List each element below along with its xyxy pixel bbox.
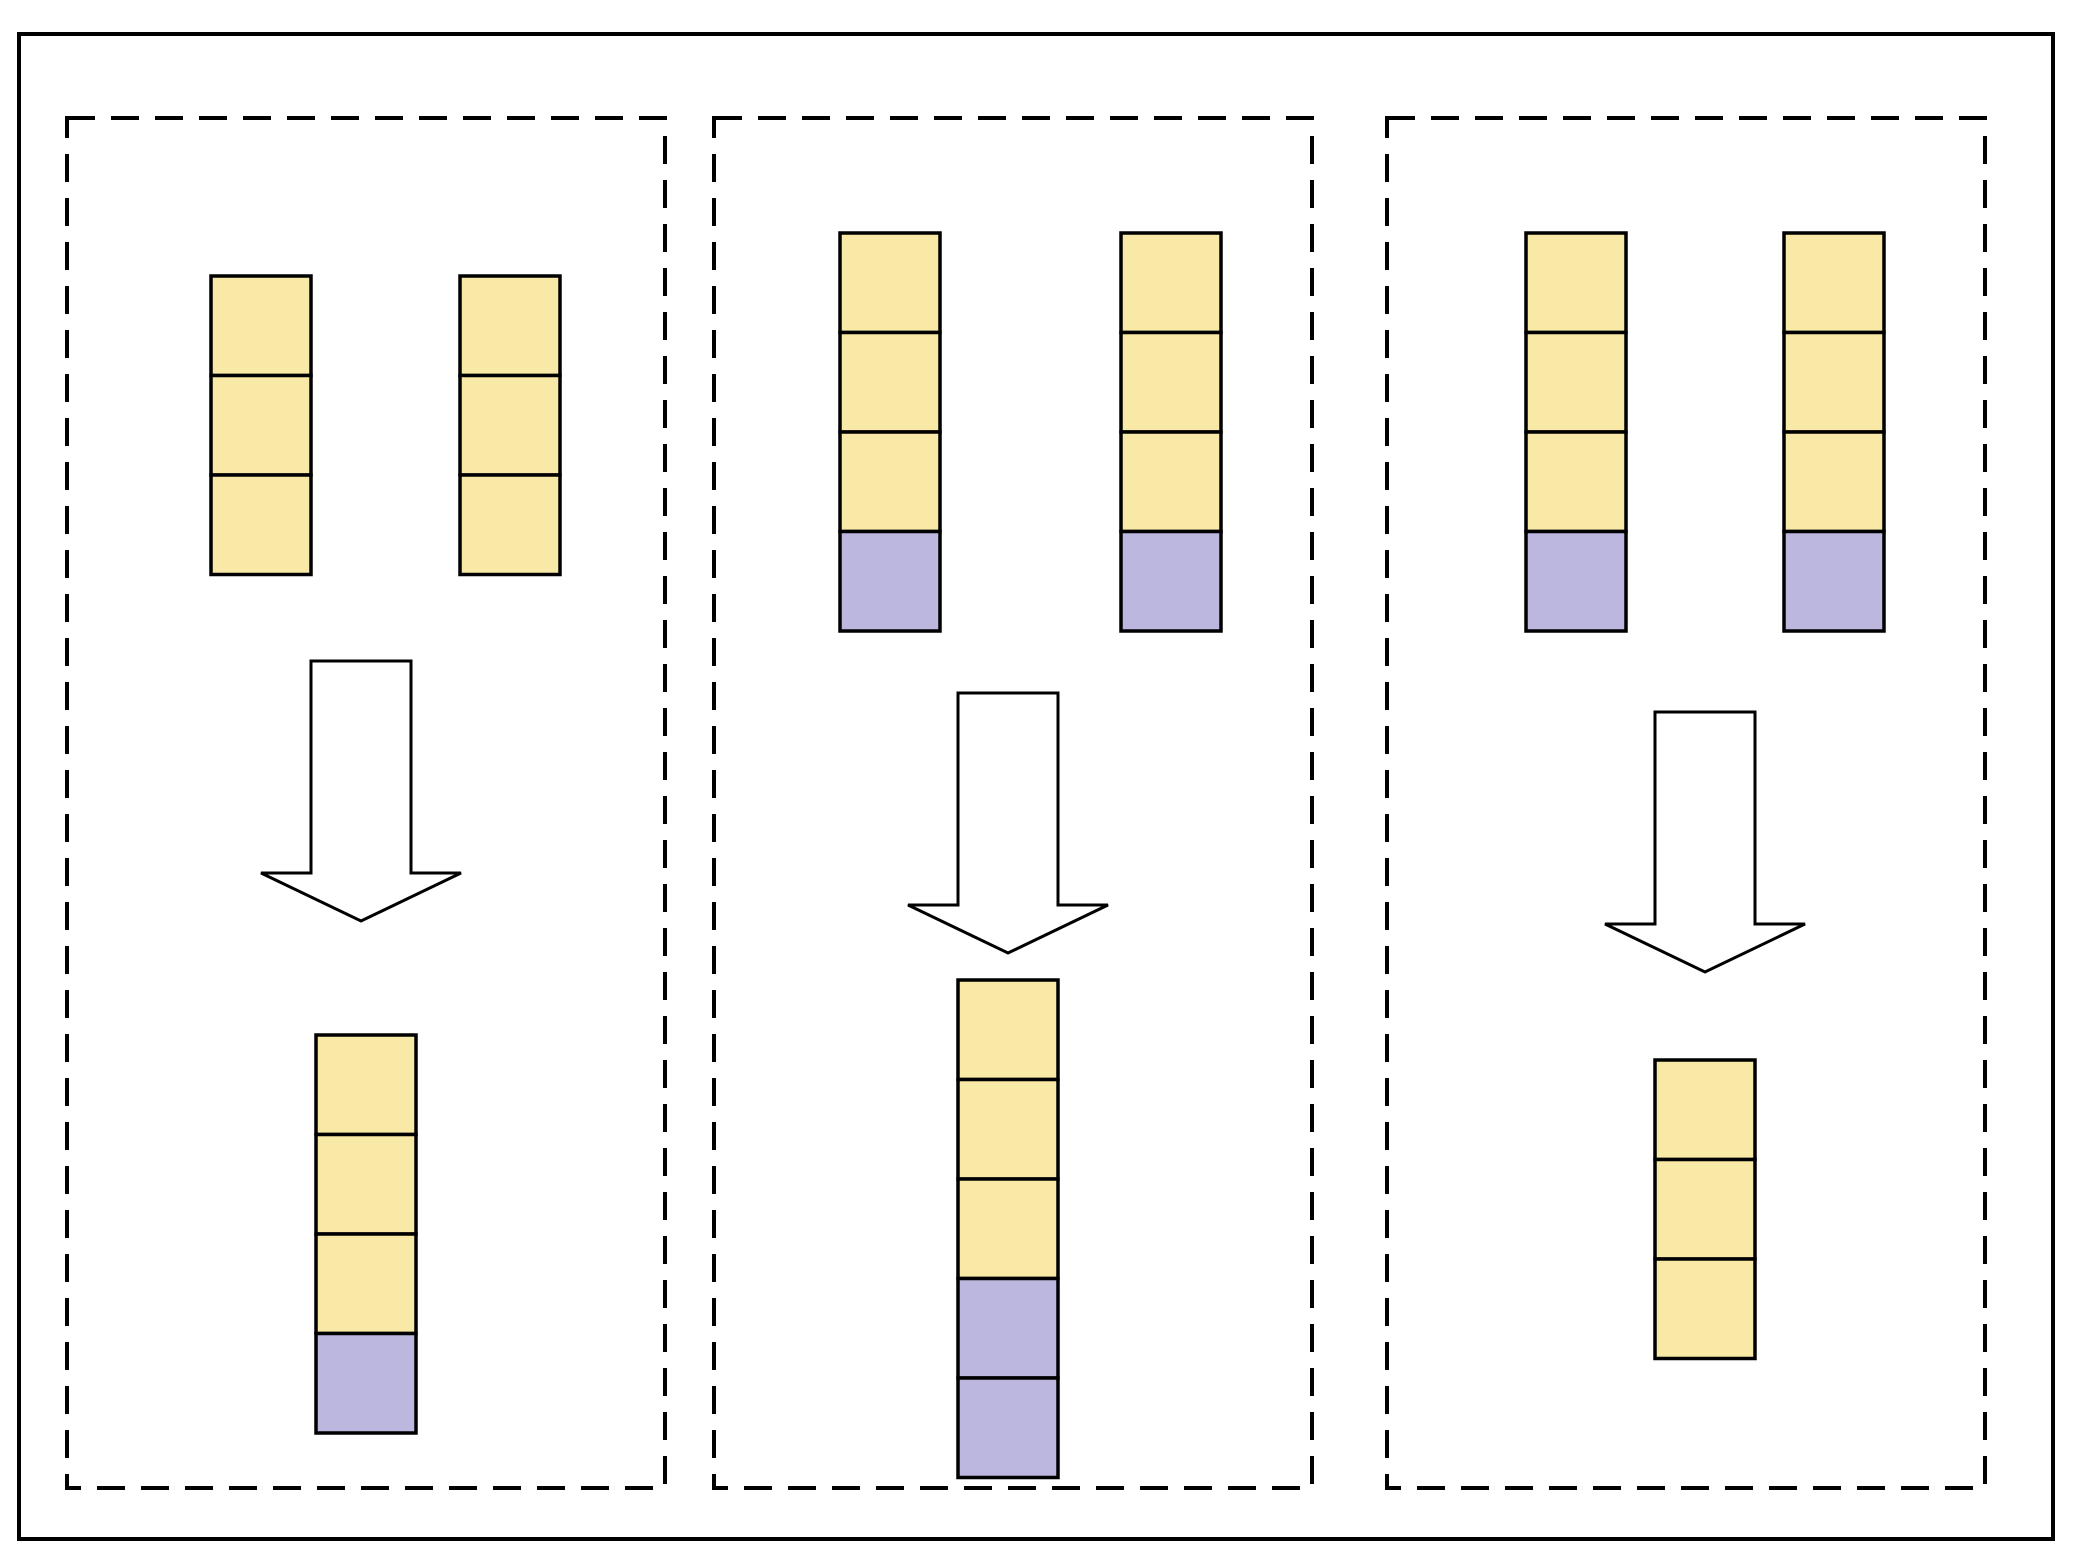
- cell-yellow: [838, 430, 942, 534]
- cell-yellow: [838, 330, 942, 434]
- down-arrow-icon: [907, 691, 1109, 955]
- cell-yellow: [1782, 430, 1886, 534]
- cell-yellow: [838, 231, 942, 335]
- down-arrow-icon: [1604, 710, 1806, 974]
- cell-yellow: [956, 1077, 1060, 1181]
- input-stack-2: [1119, 231, 1223, 633]
- cell-yellow: [1524, 330, 1628, 434]
- cell-purple: [1119, 529, 1223, 633]
- cell-yellow: [209, 473, 313, 577]
- cell-yellow: [314, 1132, 418, 1236]
- panel-3: [1385, 116, 1987, 1490]
- cell-yellow: [1653, 1157, 1757, 1261]
- input-stack-2: [458, 274, 562, 577]
- panel-border: [712, 116, 1314, 1490]
- panel-2: [712, 116, 1314, 1490]
- panel-1: [65, 116, 667, 1490]
- outer-frame: [17, 32, 2055, 1541]
- cell-yellow: [1782, 330, 1886, 434]
- output-stack: [1653, 1058, 1757, 1361]
- cell-purple: [1782, 529, 1886, 633]
- panels-layer: [65, 116, 1987, 1490]
- panel-border: [65, 116, 667, 1490]
- cell-yellow: [1653, 1257, 1757, 1361]
- cell-purple: [314, 1331, 418, 1435]
- cell-purple: [838, 529, 942, 633]
- cell-yellow: [209, 373, 313, 477]
- cell-yellow: [1119, 231, 1223, 335]
- cell-yellow: [458, 373, 562, 477]
- cell-yellow: [1524, 231, 1628, 335]
- input-stack-1: [209, 274, 313, 577]
- cell-purple: [1524, 529, 1628, 633]
- input-stack-2: [1782, 231, 1886, 633]
- cell-purple: [956, 1276, 1060, 1380]
- input-stack-1: [1524, 231, 1628, 633]
- cell-yellow: [1524, 430, 1628, 534]
- cell-yellow: [314, 1033, 418, 1137]
- cell-yellow: [1119, 330, 1223, 434]
- input-stack-1: [838, 231, 942, 633]
- cell-yellow: [1782, 231, 1886, 335]
- cell-yellow: [209, 274, 313, 378]
- output-stack: [314, 1033, 418, 1435]
- cell-yellow: [1653, 1058, 1757, 1162]
- cell-purple: [956, 1376, 1060, 1480]
- output-stack: [956, 978, 1060, 1480]
- cell-yellow: [458, 274, 562, 378]
- cell-yellow: [956, 1177, 1060, 1281]
- down-arrow-icon: [260, 659, 462, 923]
- cell-yellow: [458, 473, 562, 577]
- cell-yellow: [314, 1232, 418, 1336]
- cell-yellow: [1119, 430, 1223, 534]
- panel-border: [1385, 116, 1987, 1490]
- cell-yellow: [956, 978, 1060, 1082]
